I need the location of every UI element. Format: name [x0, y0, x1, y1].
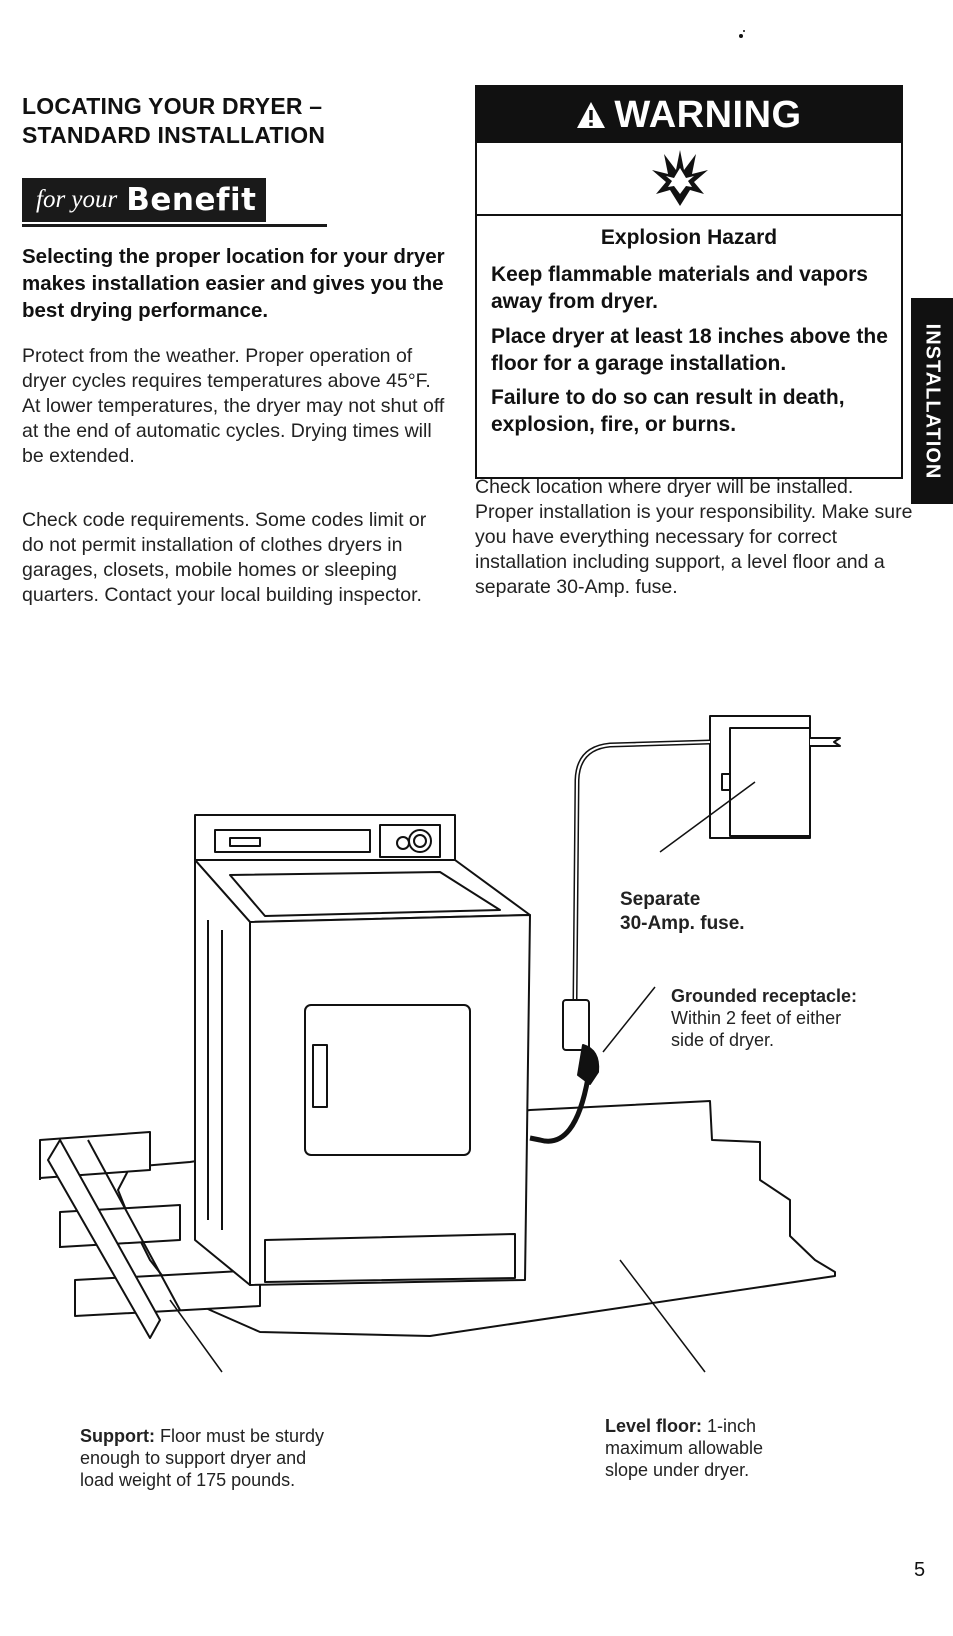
benefit-word: Benefit [126, 182, 257, 218]
floor-label-text-1: 1-inch [702, 1416, 757, 1436]
section-heading: LOCATING YOUR DRYER – STANDARD INSTALLAT… [22, 92, 325, 150]
floor-label-text-2: maximum allowable [605, 1438, 764, 1458]
warning-header: WARNING [477, 87, 901, 143]
benefit-banner: for your Benefit [22, 178, 267, 222]
hazard-title: Explosion Hazard [600, 226, 778, 249]
receptacle-label-title: Grounded receptacle: [671, 986, 858, 1006]
scan-speck-icon [739, 30, 745, 38]
page-number: 5 [914, 1559, 926, 1581]
benefit-underline [22, 224, 327, 227]
fuse-label-line-2: 30-Amp. fuse. [620, 913, 745, 934]
support-label-title: Support: [80, 1426, 155, 1446]
dryer [194, 814, 531, 1286]
check-location-paragraph: Check location where dryer will be insta… [475, 476, 913, 598]
fuse-label: Separate 30-Amp. fuse. [620, 888, 745, 936]
fuse-leader [659, 781, 756, 853]
dryer-installation-illustration [39, 715, 841, 1373]
warning-line-2: Place dryer at least 18 inches above the… [491, 325, 888, 375]
side-tab-label: INSTALLATION [921, 323, 944, 479]
power-cord [529, 1077, 591, 1144]
side-tab-label-wrap: INSTALLATION [911, 298, 953, 504]
support-leader [169, 1299, 223, 1373]
floor-label: Level floor: 1-inch maximum allowable sl… [605, 1415, 845, 1481]
support-label-text-2: enough to support dryer and [80, 1448, 307, 1468]
warning-line-3: Failure to do so can result in death, ex… [491, 386, 845, 436]
receptacle-label: Grounded receptacle: Within 2 feet of ei… [671, 985, 857, 1051]
receptacle-label-line-1: Within 2 feet of either [671, 1008, 842, 1028]
warning-triangle-icon [577, 102, 606, 128]
conduit [572, 739, 711, 1001]
floor-leader [619, 1259, 706, 1373]
floor-label-title: Level floor: [605, 1416, 703, 1436]
receptacle [562, 999, 600, 1085]
benefit-prefix: for your [36, 186, 118, 213]
warning-title: WARNING [614, 93, 802, 136]
heading-line-2: STANDARD INSTALLATION [22, 122, 326, 148]
warning-box [475, 85, 903, 479]
fuse-label-line-1: Separate [620, 889, 701, 910]
explosion-icon [652, 150, 708, 206]
fuse-box [709, 715, 841, 839]
code-paragraph: Check code requirements. Some codes limi… [22, 509, 427, 606]
support-label-text-1: Floor must be sturdy [154, 1426, 325, 1446]
receptacle-label-line-2: side of dryer. [671, 1030, 775, 1050]
floor-joists [39, 1131, 261, 1339]
warning-divider [477, 214, 901, 216]
receptacle-leader [602, 986, 656, 1053]
lead-paragraph: Selecting the proper location for your d… [22, 245, 445, 322]
heading-line-1: LOCATING YOUR DRYER – [22, 93, 323, 119]
side-tab [911, 298, 953, 504]
support-label-text-3: load weight of 175 pounds. [80, 1470, 296, 1490]
support-label: Support: Floor must be sturdy enough to … [80, 1425, 400, 1491]
weather-paragraph: Protect from the weather. Proper operati… [22, 345, 445, 467]
warning-line-1: Keep flammable materials and vapors away… [491, 263, 868, 313]
floor-label-text-3: slope under dryer. [605, 1460, 750, 1480]
